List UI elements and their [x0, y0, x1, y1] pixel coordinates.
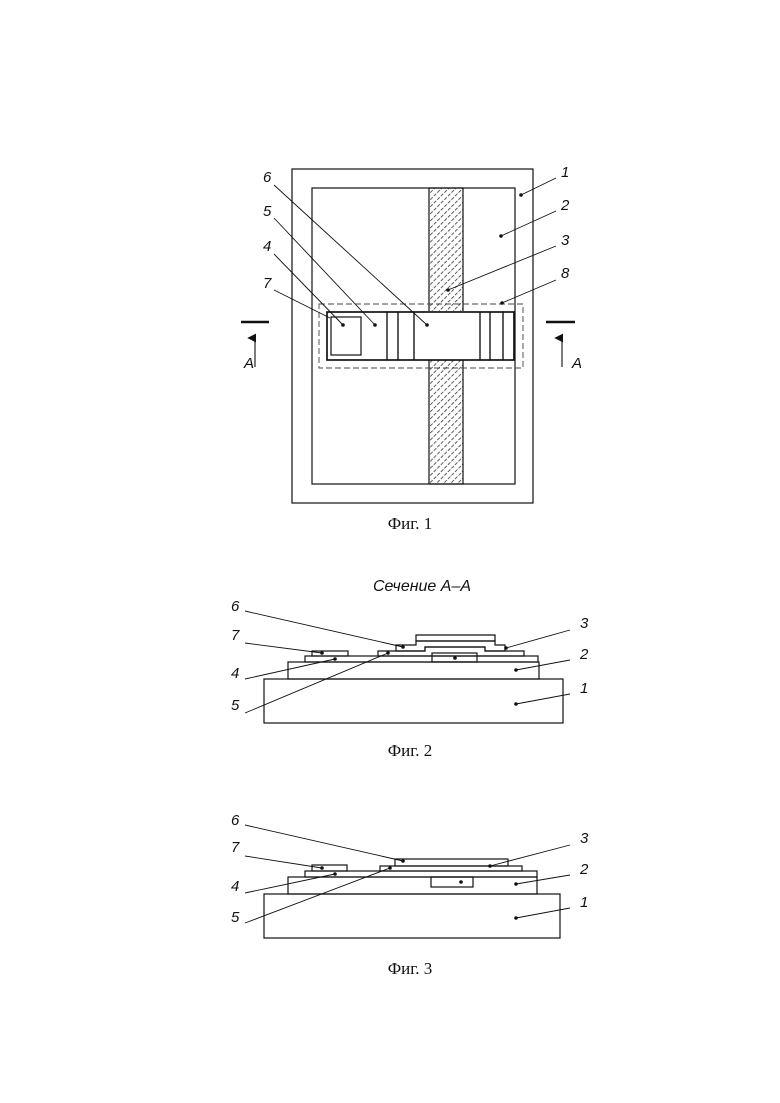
- label-4: 4: [231, 665, 239, 682]
- label-6: 6: [231, 598, 240, 615]
- label-6: 6: [263, 169, 272, 186]
- caption-fig-2: Фиг. 2: [388, 741, 433, 760]
- layer-6: [396, 641, 505, 651]
- label-2: 2: [579, 646, 589, 663]
- label-3: 3: [580, 830, 589, 847]
- label-6: 6: [231, 812, 240, 829]
- label-3: 3: [561, 232, 570, 249]
- label-2: 2: [560, 197, 570, 214]
- label-1: 1: [580, 894, 588, 911]
- layer-4: [305, 871, 537, 877]
- label-4: 4: [263, 238, 271, 255]
- section-title: Сечение A–A: [373, 578, 471, 595]
- label-7: 7: [231, 627, 240, 644]
- active-area-bg: [327, 311, 514, 360]
- figure-2: Сечение A–A 6 3 7 2 4 1 5 Фиг. 2: [231, 578, 589, 760]
- label-5: 5: [231, 697, 240, 714]
- figure-1: 1 2 3 8 6 5 4 7 A A Фиг. 1: [241, 164, 582, 533]
- label-3: 3: [580, 615, 589, 632]
- substrate-1: [264, 894, 560, 938]
- layer-2: [288, 662, 539, 679]
- label-1: 1: [580, 680, 588, 697]
- figure-3: 6 3 7 2 4 1 5 Фиг. 3: [231, 812, 589, 978]
- layer-4: [305, 656, 538, 662]
- caption-fig-1: Фиг. 1: [388, 514, 433, 533]
- label-2: 2: [579, 861, 589, 878]
- layer-top: [416, 635, 495, 641]
- contact-7: [312, 865, 347, 871]
- svg-text:A: A: [243, 355, 254, 372]
- label-5: 5: [263, 203, 272, 220]
- section-mark-right: A: [546, 322, 582, 372]
- electrode-3: [431, 877, 473, 887]
- section-mark-left: A: [241, 322, 269, 372]
- svg-text:A: A: [571, 355, 582, 372]
- label-7: 7: [263, 275, 272, 292]
- caption-fig-3: Фиг. 3: [388, 959, 433, 978]
- contact-7: [312, 651, 348, 656]
- label-7: 7: [231, 839, 240, 856]
- label-5: 5: [231, 909, 240, 926]
- label-8: 8: [561, 265, 570, 282]
- layer-5: [380, 866, 522, 871]
- label-4: 4: [231, 878, 239, 895]
- layer-2: [288, 877, 537, 894]
- substrate-1: [264, 679, 563, 723]
- label-1: 1: [561, 164, 569, 181]
